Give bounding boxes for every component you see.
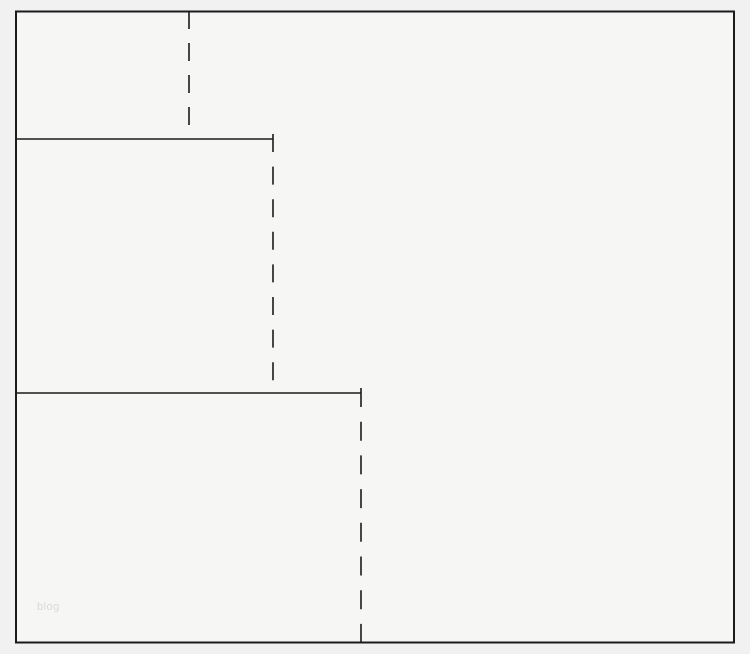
watermark-text: blog: [37, 601, 60, 613]
page-border: [15, 10, 735, 644]
